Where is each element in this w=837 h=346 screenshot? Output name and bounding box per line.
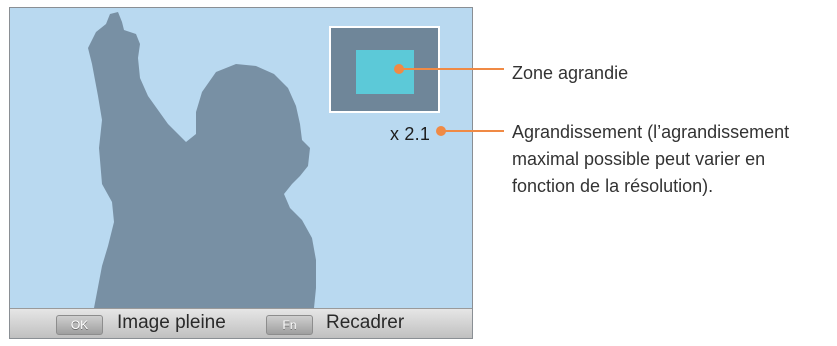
magnification-annotation-line-1: Agrandissement (l’agrandissement xyxy=(512,122,790,142)
zoom-area-callout-line xyxy=(399,68,504,70)
zoom-area-indicator xyxy=(356,50,414,94)
magnification-callout-line xyxy=(441,130,504,132)
zoom-level: x 2.1 xyxy=(390,124,431,144)
magnification-annotation-line-2: maximal possible peut varier en xyxy=(512,149,766,169)
photo-preview: x 2.1 xyxy=(10,8,472,308)
child-silhouette-image xyxy=(88,12,316,308)
crop-label: Recadrer xyxy=(326,312,405,333)
zoom-area-annotation: Zone agrandie xyxy=(512,63,629,83)
camera-screen: x 2.1 OK Image pleine Fn Recadrer xyxy=(9,7,473,339)
ok-button[interactable]: OK xyxy=(56,315,103,335)
full-image-label: Image pleine xyxy=(117,312,226,333)
fn-button[interactable]: Fn xyxy=(266,315,313,335)
bottom-bar: OK Image pleine Fn Recadrer xyxy=(10,308,472,338)
magnification-annotation: Agrandissement (l’agrandissement maximal… xyxy=(512,119,832,200)
magnification-annotation-line-3: fonction de la résolution). xyxy=(512,176,714,196)
